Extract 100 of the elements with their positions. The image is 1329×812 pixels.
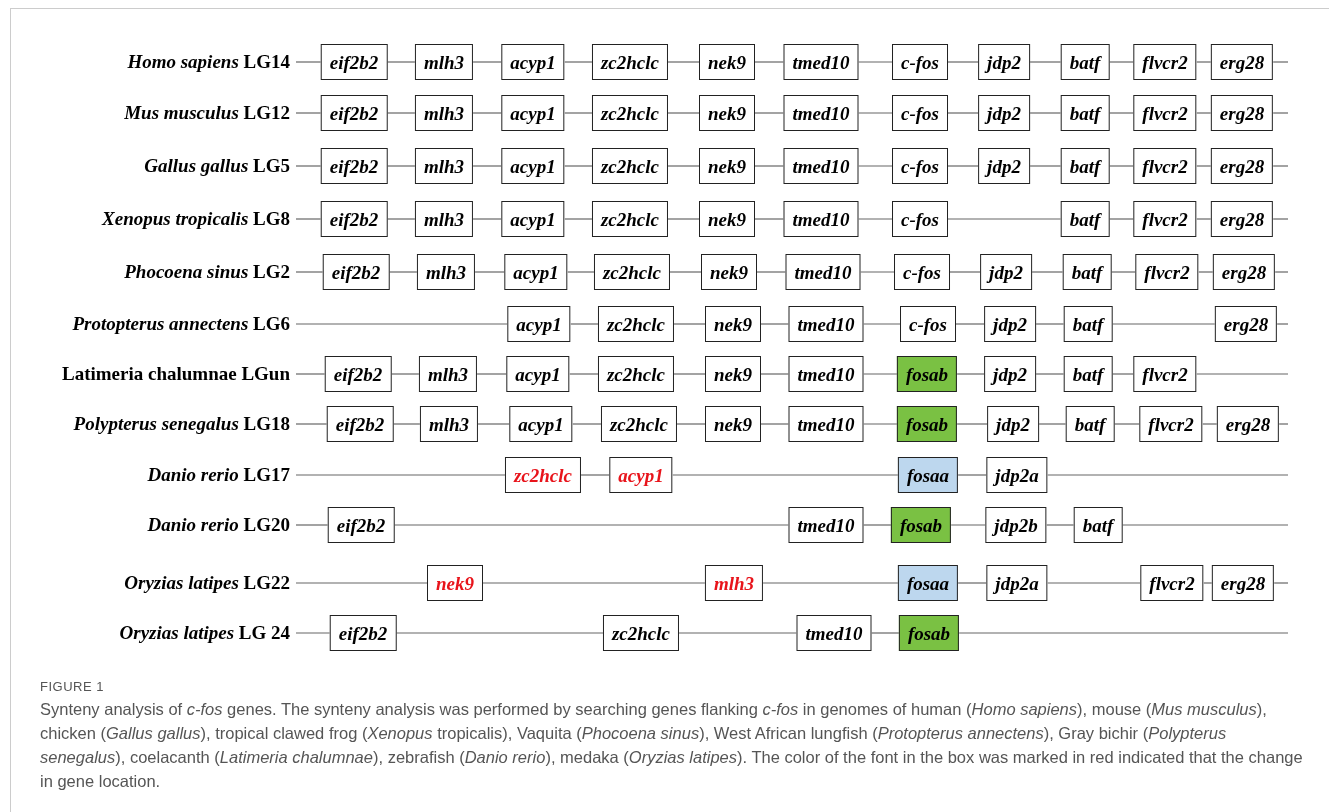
connector-line — [958, 632, 1289, 634]
connector-line — [572, 423, 602, 425]
connector-line — [950, 524, 986, 526]
gene-box: erg28 — [1216, 406, 1280, 442]
connector-line — [957, 474, 987, 476]
connector-line — [762, 582, 899, 584]
gene-box: eif2b2 — [320, 148, 388, 184]
gene-box: tmed10 — [788, 306, 864, 342]
connector-line — [1113, 423, 1140, 425]
species-label: Mus musculus LG12 — [124, 102, 290, 124]
gene-box: batf — [1063, 356, 1113, 392]
gene-box: fosab — [896, 356, 958, 392]
gene-box: mlh3 — [704, 565, 764, 601]
connector-line — [472, 165, 502, 167]
connector-line — [760, 423, 790, 425]
connector-line — [1047, 582, 1141, 584]
connector-line — [1273, 582, 1289, 584]
gene-box: mlh3 — [414, 201, 474, 237]
gene-box: batf — [1063, 306, 1113, 342]
connector-line — [857, 61, 893, 63]
gene-box: jdp2a — [986, 565, 1048, 601]
connector-line — [1108, 218, 1134, 220]
gene-box: fosaa — [897, 457, 959, 493]
connector-line — [857, 165, 893, 167]
connector-line — [1046, 524, 1075, 526]
gene-box: zc2hclc — [592, 44, 668, 80]
connector-line — [1196, 61, 1212, 63]
gene-box: nek9 — [701, 254, 757, 290]
species-label: Protopterus annectens LG6 — [72, 313, 290, 335]
connector-line — [947, 112, 979, 114]
connector-line — [295, 218, 322, 220]
connector-line — [295, 165, 322, 167]
gene-box: acyp1 — [507, 306, 571, 342]
connector-line — [676, 423, 706, 425]
gene-box: nek9 — [705, 356, 761, 392]
connector-line — [1276, 323, 1289, 325]
species-label: Homo sapiens LG14 — [127, 51, 290, 73]
connector-line — [667, 218, 700, 220]
connector-line — [1278, 423, 1289, 425]
connector-line — [295, 632, 331, 634]
connector-line — [1108, 165, 1134, 167]
gene-box: batf — [1060, 201, 1110, 237]
connector-line — [956, 423, 988, 425]
gene-box: zc2hclc — [505, 457, 581, 493]
gene-box: erg28 — [1210, 95, 1274, 131]
connector-line — [754, 165, 785, 167]
gene-box: mlh3 — [414, 95, 474, 131]
connector-line — [580, 474, 610, 476]
connector-line — [393, 524, 790, 526]
gene-box: c-fos — [892, 95, 948, 131]
connector-line — [295, 112, 322, 114]
connector-line — [295, 373, 326, 375]
gene-box: zc2hclc — [598, 306, 674, 342]
connector-line — [1035, 373, 1065, 375]
connector-line — [667, 61, 700, 63]
gene-box: zc2hclc — [598, 356, 674, 392]
connector-line — [295, 323, 508, 325]
gene-box: fosab — [890, 507, 952, 543]
connector-line — [754, 61, 785, 63]
gene-box: flvcr2 — [1139, 406, 1203, 442]
connector-line — [673, 373, 706, 375]
connector-line — [295, 271, 324, 273]
gene-box: c-fos — [894, 254, 950, 290]
connector-line — [1272, 165, 1289, 167]
gene-box: eif2b2 — [320, 201, 388, 237]
connector-line — [295, 61, 322, 63]
gene-box: jdp2 — [984, 356, 1036, 392]
gene-box: batf — [1060, 44, 1110, 80]
figure-title: FIGURE 1 — [40, 679, 104, 694]
gene-box: tmed10 — [788, 406, 864, 442]
connector-line — [564, 61, 593, 63]
gene-box: jdp2 — [978, 44, 1030, 80]
connector-line — [390, 373, 420, 375]
gene-box: tmed10 — [785, 254, 861, 290]
gene-box: tmed10 — [783, 201, 859, 237]
connector-line — [947, 218, 1062, 220]
gene-box: flvcr2 — [1133, 148, 1197, 184]
gene-box: batf — [1062, 254, 1112, 290]
gene-box: eif2b2 — [326, 406, 394, 442]
gene-box: acyp1 — [506, 356, 570, 392]
gene-box: flvcr2 — [1133, 356, 1197, 392]
connector-line — [754, 218, 785, 220]
connector-line — [862, 423, 898, 425]
gene-box: nek9 — [699, 148, 755, 184]
connector-line — [564, 165, 593, 167]
connector-line — [395, 632, 604, 634]
gene-box: erg28 — [1210, 201, 1274, 237]
gene-box: mlh3 — [418, 356, 478, 392]
connector-line — [1031, 271, 1064, 273]
species-label: Danio rerio LG20 — [147, 514, 290, 536]
gene-box: jdp2 — [978, 95, 1030, 131]
species-label: Phocoena sinus LG2 — [124, 261, 290, 283]
connector-line — [567, 271, 595, 273]
connector-line — [386, 218, 416, 220]
gene-box: acyp1 — [609, 457, 673, 493]
species-label: Gallus gallus LG5 — [144, 155, 290, 177]
connector-line — [386, 165, 416, 167]
gene-box: tmed10 — [783, 95, 859, 131]
gene-box: batf — [1060, 95, 1110, 131]
connector-line — [870, 632, 900, 634]
